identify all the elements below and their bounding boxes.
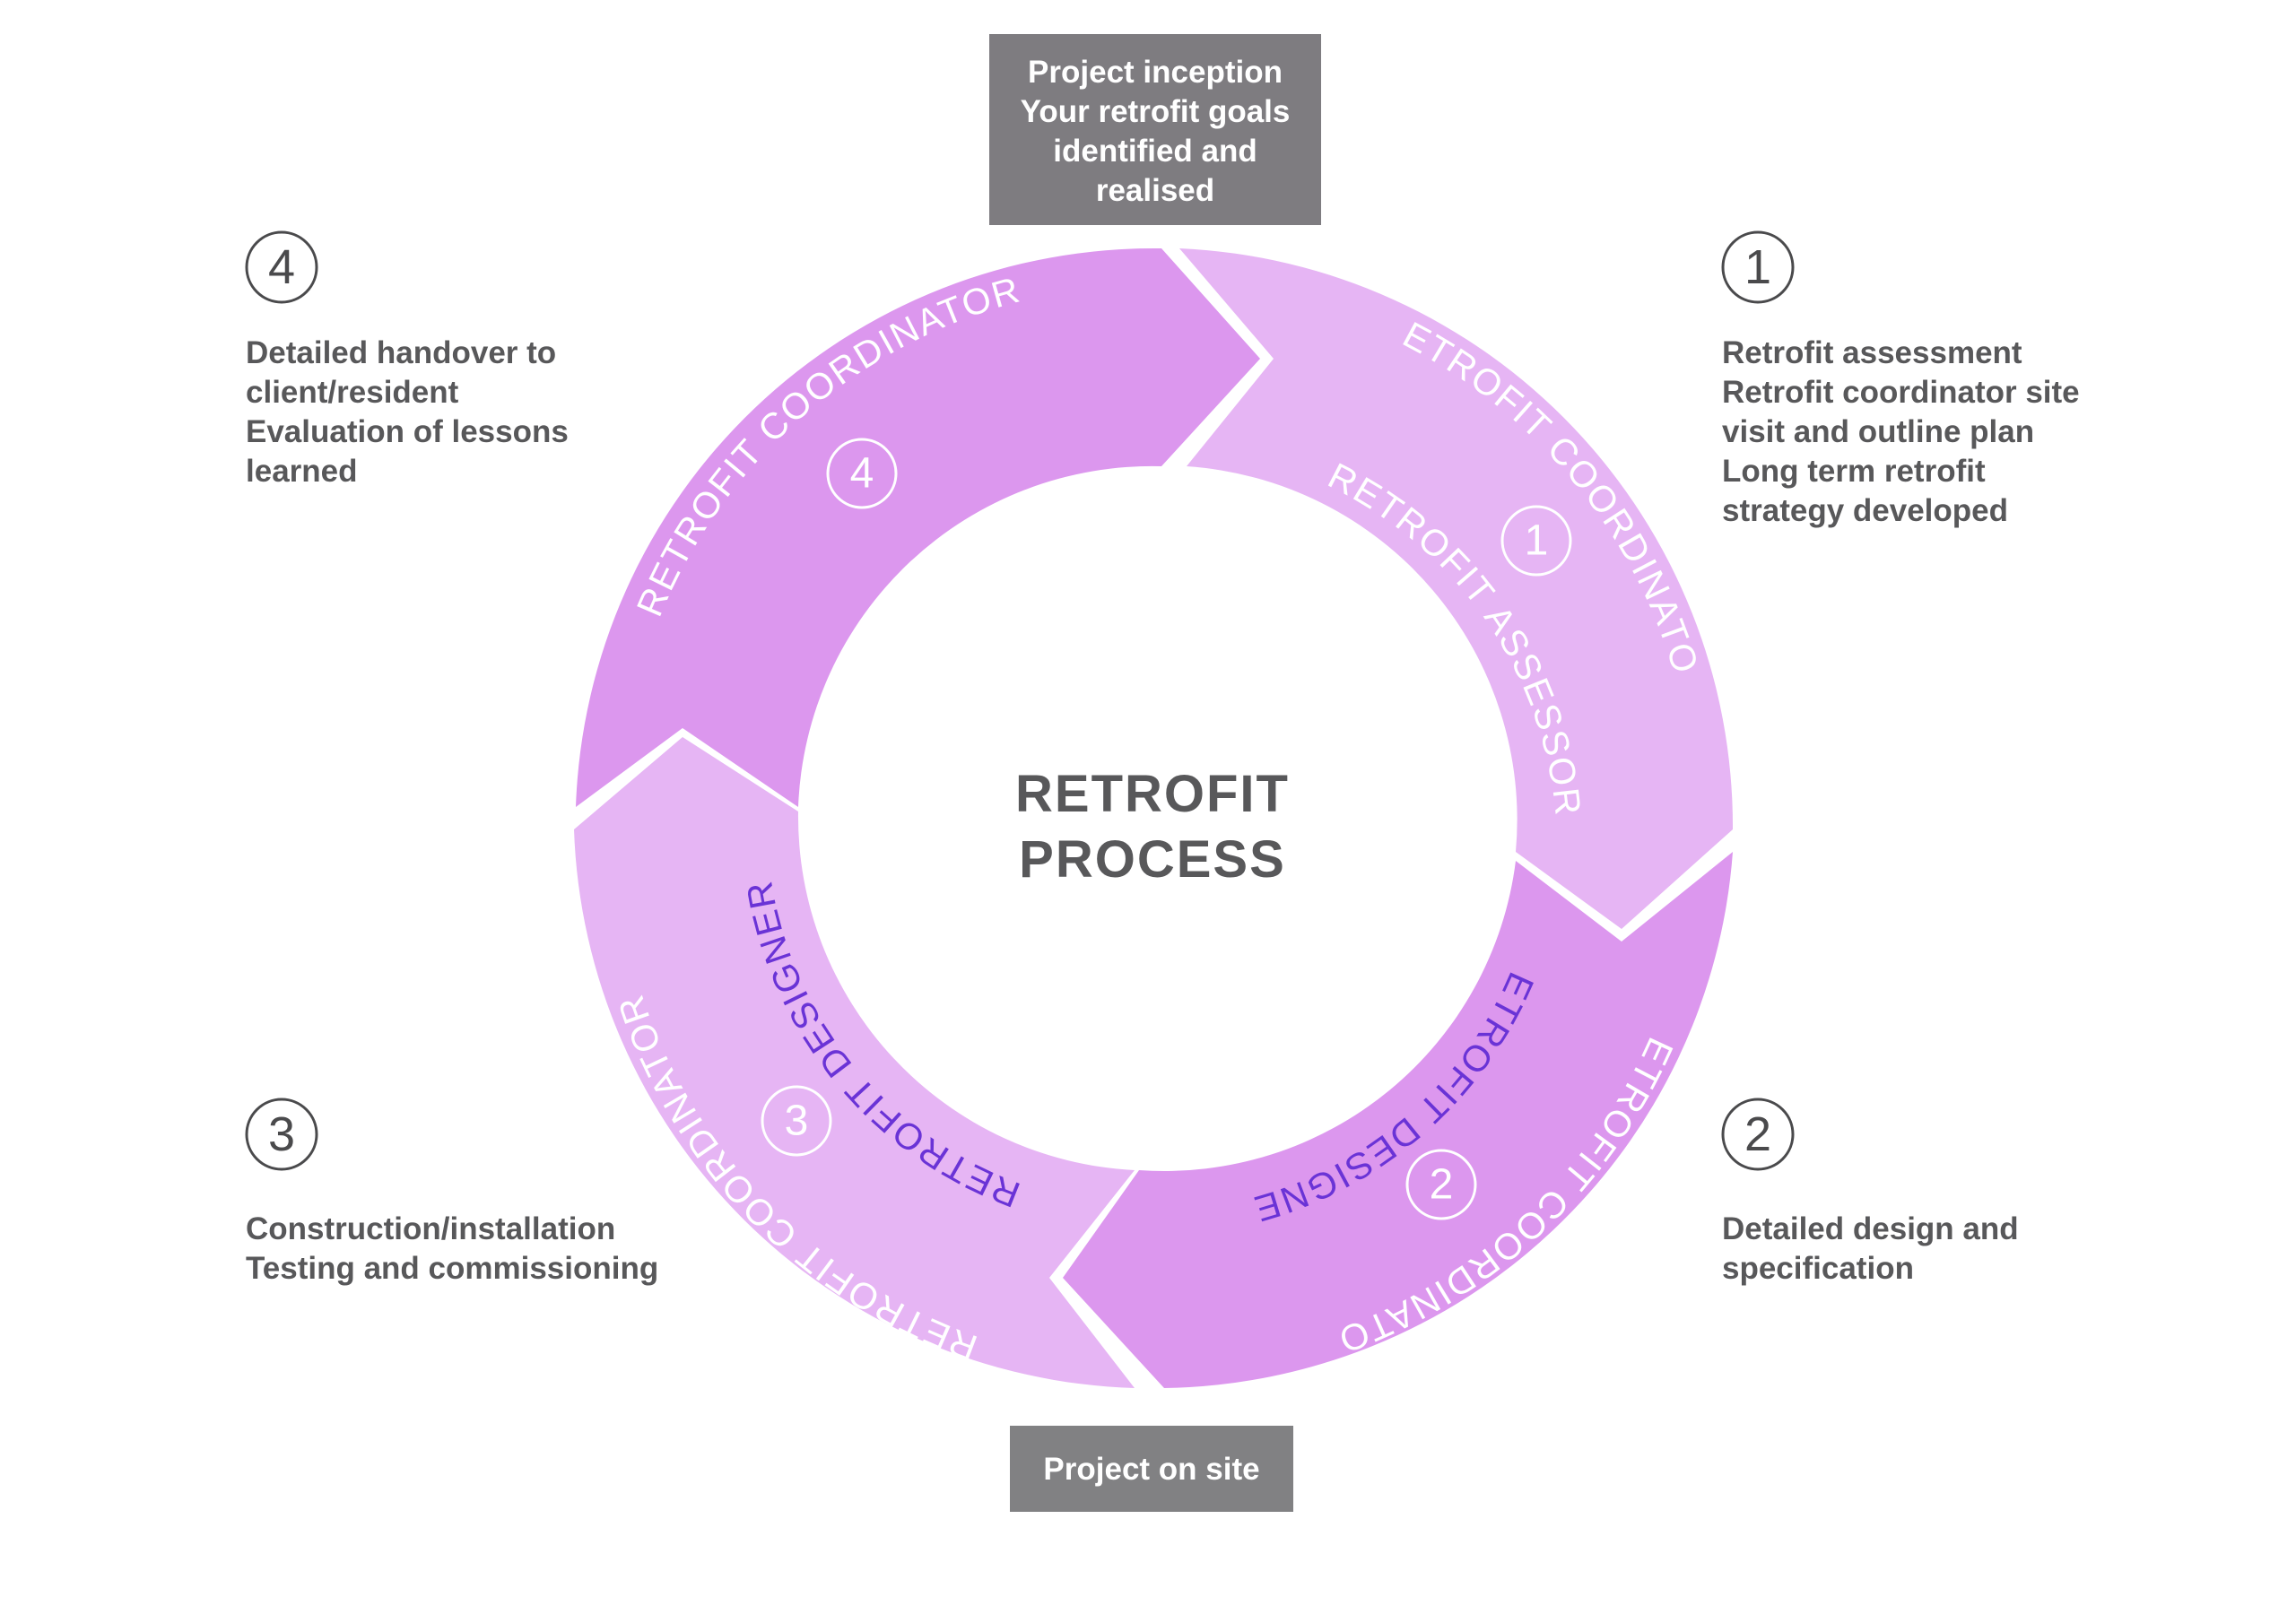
segment-4-shape: [576, 247, 1260, 807]
segment-3-badge: 3: [761, 1085, 832, 1157]
segment-1-badge-number: 1: [1525, 517, 1549, 565]
step-3-line2: Testing and commissioning: [246, 1251, 658, 1286]
step-2-line2: specification: [1722, 1251, 1914, 1286]
bottom-box-label: Project on site: [1043, 1452, 1259, 1487]
segment-3-badge-number: 3: [785, 1098, 809, 1145]
segment-1-badge: 1: [1500, 505, 1572, 577]
step-1-number: 1: [1744, 240, 1771, 294]
center-title-line2: PROCESS: [1019, 830, 1286, 889]
step-4-line2: client/resident: [246, 375, 459, 410]
segment-2-badge-number: 2: [1430, 1161, 1454, 1209]
step-2-block: 2 Detailed design and specification: [1721, 1098, 2019, 1286]
step-4-circle: [245, 230, 318, 304]
segment-4-badge: 4: [826, 438, 898, 509]
step-2-number: 2: [1744, 1107, 1771, 1161]
step-3-number: 3: [268, 1107, 295, 1161]
step-4-block: 4 Detailed handover to client/resident E…: [245, 230, 569, 489]
segment-2-shape: [1063, 852, 1733, 1388]
top-box-line4: realised: [1096, 173, 1214, 208]
project-inception-box: Project inception Your retrofit goals id…: [989, 34, 1321, 225]
step-4-line3: Evaluation of lessons: [246, 414, 569, 449]
top-box-line2: Your retrofit goals: [1021, 94, 1291, 129]
step-3-block: 3 Construction/installation Testing and …: [245, 1098, 658, 1286]
segment-4-badge-number: 4: [850, 450, 874, 498]
step-2-line1: Detailed design and: [1722, 1211, 2019, 1246]
step-1-line4: Long term retrofit: [1722, 454, 1986, 489]
step-4-line1: Detailed handover to: [246, 335, 556, 370]
center-title-line1: RETROFIT: [1015, 765, 1290, 823]
step-1-block: 1 Retrofit assessment Retrofit coordinat…: [1721, 230, 2080, 528]
step-1-circle: [1721, 230, 1795, 304]
segment-2-badge: 2: [1405, 1149, 1477, 1220]
top-box-line1: Project inception: [1028, 55, 1283, 90]
step-1-line1: Retrofit assessment: [1722, 335, 2022, 370]
step-3-line1: Construction/installation: [246, 1211, 615, 1246]
step-2-circle: [1721, 1098, 1795, 1171]
step-1-line5: strategy developed: [1722, 493, 2008, 528]
step-3-circle: [245, 1098, 318, 1171]
project-on-site-box: Project on site: [1010, 1426, 1293, 1512]
step-1-line3: visit and outline plan: [1722, 414, 2034, 449]
step-4-number: 4: [268, 240, 295, 294]
segment-1-shape: [1179, 248, 1734, 929]
top-box-line3: identified and: [1053, 134, 1257, 169]
segment-3-shape: [574, 737, 1135, 1388]
step-1-line2: Retrofit coordinator site: [1722, 375, 2080, 410]
step-4-line4: learned: [246, 454, 358, 489]
